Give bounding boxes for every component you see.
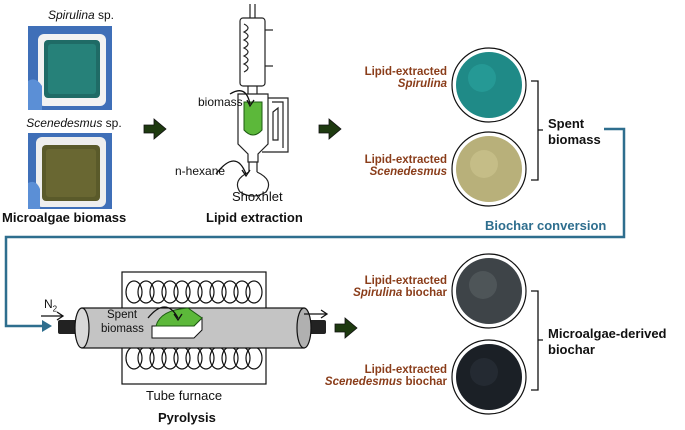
flow-arrow-3 <box>334 317 358 339</box>
scenedesmus-photo-label: Scenedesmus sp. <box>26 116 122 130</box>
spent-spirulina-label: Lipid-extracted Spirulina <box>364 66 447 90</box>
spent-biomass-group-label: Spent biomass <box>548 116 601 147</box>
n-hexane-label: n-hexane <box>175 164 226 178</box>
soxhlet-apparatus <box>215 4 289 197</box>
n2-label: N2 <box>44 297 58 314</box>
spirulina-photo <box>28 26 112 110</box>
biochar-scenedesmus-powder <box>451 339 527 415</box>
pyrolysis-title: Pyrolysis <box>158 410 216 425</box>
spent-scenedesmus-label: Lipid-extracted Scenedesmus <box>364 154 447 178</box>
tube-furnace <box>58 271 329 385</box>
biochar-spirulina-label: Lipid-extracted Spirulina biochar <box>353 275 447 299</box>
lipid-extraction-title: Lipid extraction <box>206 210 303 225</box>
pyrolysis-sample-label: Spent biomass <box>101 309 144 335</box>
scenedesmus-photo <box>28 133 112 209</box>
flow-arrow-1 <box>143 118 167 140</box>
microalgae-derived-biochar-label: Microalgae-derived biochar <box>548 326 667 357</box>
biochar-conversion-label: Biochar conversion <box>485 218 607 233</box>
spirulina-photo-label: Spirulina sp. <box>47 8 115 22</box>
spent-spirulina-powder <box>451 47 527 123</box>
flow-arrow-2 <box>318 118 342 140</box>
spent-bracket <box>531 80 543 181</box>
biochar-conversion-connector <box>4 127 626 332</box>
n2-inlet-arrow <box>41 311 65 321</box>
microalgae-biomass-title: Microalgae biomass <box>2 210 127 225</box>
biochar-scenedesmus-label: Lipid-extracted Scenedesmus biochar <box>324 364 447 388</box>
biomass-label: biomass <box>198 95 243 109</box>
biochar-spirulina-powder <box>451 253 527 329</box>
biochar-bracket <box>531 290 543 391</box>
spent-scenedesmus-powder <box>451 131 527 207</box>
soxhlet-label: Shoxhlet <box>232 189 283 204</box>
tube-furnace-label: Tube furnace <box>146 388 223 403</box>
